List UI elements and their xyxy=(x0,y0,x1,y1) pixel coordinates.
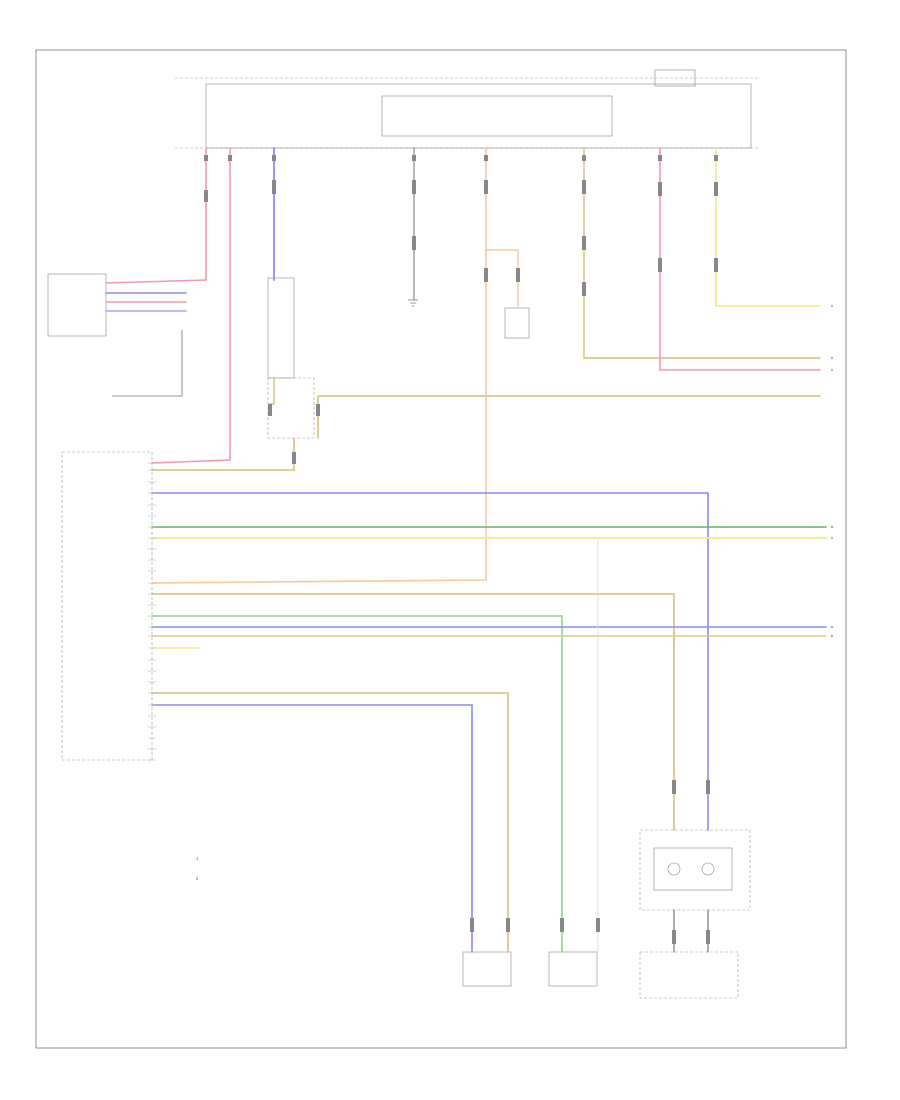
connector-pin xyxy=(272,180,276,194)
connector-pin xyxy=(316,404,320,416)
seat-weight-sensor xyxy=(653,847,733,891)
connector-pin xyxy=(412,236,416,250)
connector-pin xyxy=(706,930,710,944)
wire-tan-weight-sensor xyxy=(151,593,675,831)
off-page-terminals xyxy=(830,304,834,638)
airbag-control-module xyxy=(61,451,153,761)
wire-pink-acm xyxy=(151,147,231,464)
connector-pin xyxy=(516,268,520,282)
wire-yellow-output xyxy=(715,147,821,307)
legend-marker-1: 1 xyxy=(196,856,199,861)
wire-group xyxy=(105,147,827,953)
wire-orange-sense xyxy=(151,147,487,584)
connector-pin xyxy=(582,155,586,161)
wire-pink-power xyxy=(105,147,207,284)
connector-pin xyxy=(714,155,718,161)
relay-module xyxy=(381,95,613,137)
connector-pin xyxy=(204,155,208,161)
connector-pin xyxy=(506,918,510,932)
sensor-terminal-left xyxy=(667,862,681,876)
connector-pin xyxy=(714,258,718,272)
connector-pin xyxy=(582,180,586,194)
wire-tan-pretensioner xyxy=(151,692,509,953)
connector-pin xyxy=(582,282,586,296)
connector-pin xyxy=(658,258,662,272)
connector-pin xyxy=(484,180,488,194)
connector-pin xyxy=(560,918,564,932)
connector-pin xyxy=(658,182,662,196)
connector-pin xyxy=(412,180,416,194)
passenger-seatbelt-pretensioner xyxy=(462,951,512,987)
wire-tan-output xyxy=(583,147,821,359)
seat-weight-sensor-outline xyxy=(639,829,751,911)
diagram-frame xyxy=(35,49,847,1049)
connector-pin xyxy=(582,236,586,250)
wire-pink-output xyxy=(659,147,821,371)
connector-pin xyxy=(706,780,710,794)
connector-pin xyxy=(268,404,272,416)
connector-pin xyxy=(672,930,676,944)
wire-blue-weight-sensor xyxy=(151,492,709,831)
connector-pins xyxy=(204,155,718,944)
connector-pin xyxy=(658,155,662,161)
connector-pin xyxy=(228,155,232,161)
wire-blue-pretensioner xyxy=(151,704,473,953)
wire-green-pretensioner xyxy=(151,615,563,953)
relay-bracket xyxy=(267,377,315,439)
driver-seatbelt-pretensioner xyxy=(548,951,598,987)
wire-tan-relay-stub xyxy=(269,377,275,405)
ground-symbol xyxy=(408,299,418,307)
wire-orange-switch xyxy=(485,249,519,309)
connector-pin xyxy=(292,452,296,464)
connector-pin xyxy=(714,182,718,196)
connector-pin xyxy=(484,268,488,282)
relay-block xyxy=(267,277,295,379)
connector-pin xyxy=(672,780,676,794)
wire-tan-relay-out xyxy=(317,395,821,439)
connector-pin xyxy=(484,155,488,161)
seat-sensor-connector xyxy=(47,273,107,337)
fuse-box xyxy=(205,83,752,149)
connector-pin xyxy=(272,155,276,161)
connector-pin xyxy=(596,918,600,932)
ground-wire xyxy=(112,330,183,397)
connector-pin xyxy=(470,918,474,932)
buckle-switch-outline xyxy=(639,951,739,999)
connector-pin xyxy=(412,155,416,161)
sensor-terminal-right xyxy=(701,862,715,876)
fuse-box-header xyxy=(654,69,696,87)
switch-body xyxy=(504,307,530,339)
acm-pin-ticks xyxy=(148,462,156,761)
legend: 1 2 xyxy=(196,856,199,881)
connector-pin xyxy=(204,190,208,202)
legend-marker-2: 2 xyxy=(196,876,199,881)
wire-tan-acm xyxy=(151,437,295,471)
